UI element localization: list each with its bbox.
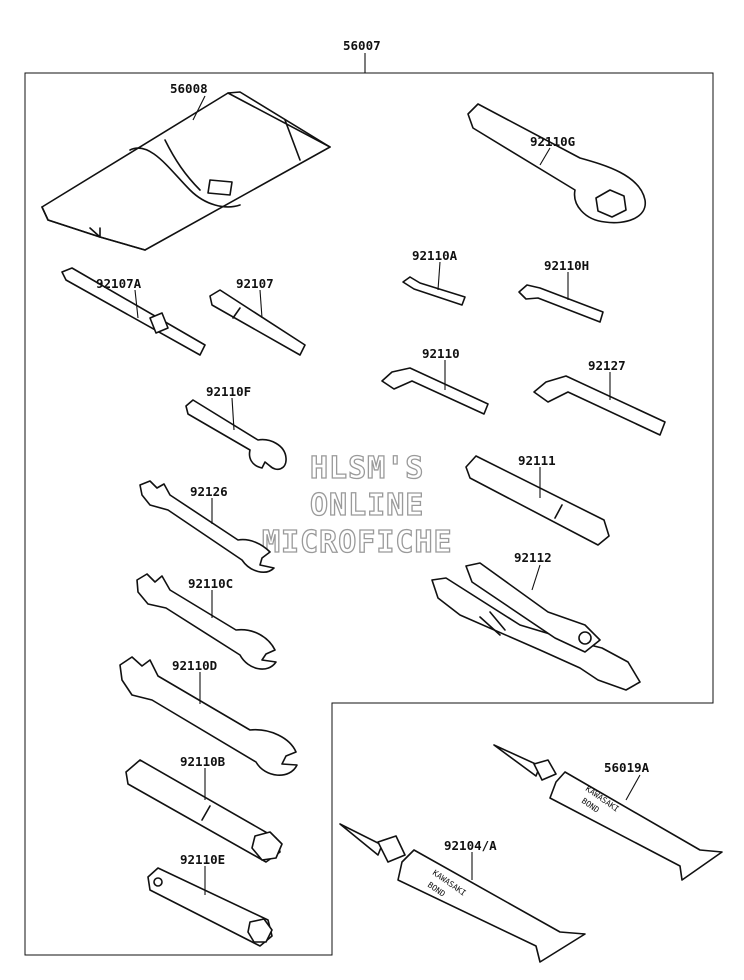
part-label-92110D: 92110D [172,658,217,673]
watermark-line-2: ONLINE [310,488,424,523]
part-label-92110A: 92110A [412,248,458,263]
hex-key-medium-drawing [381,367,489,415]
part-label-92107A: 92107A [96,276,142,291]
watermark: HLSM'S ONLINE MICROFICHE [261,450,453,560]
open-wrench-small-drawing [139,480,275,573]
part-label-92110E: 92110E [180,852,225,867]
part-label-92112: 92112 [514,550,552,565]
bond-tube-large-drawing: KAWASAKI BOND [339,823,586,963]
box-socket-wrench-drawing [147,867,273,947]
assembly-label: 56007 [343,38,381,53]
part-label-92110C: 92110C [188,576,233,591]
part-label-92110: 92110 [422,346,460,361]
part-label-92110G: 92110G [530,134,575,149]
ring-wrench-drawing [467,103,646,224]
part-label-92107: 92107 [236,276,274,291]
part-label-92127: 92127 [588,358,626,373]
part-label-56019A: 56019A [604,760,650,775]
part-label-92104A: 92104/A [444,838,497,853]
part-label-92110F: 92110F [206,384,251,399]
part-label-92110H: 92110H [544,258,589,273]
pliers-drawing [431,562,641,691]
hex-key-large-drawing [533,375,666,436]
part-label-92110B: 92110B [180,754,226,769]
hex-key-small-drawing [402,276,466,306]
hex-key-small-2-drawing [518,284,604,323]
screwdriver-drawing [209,289,306,356]
handle-bar-drawing [465,455,610,546]
part-label-92126: 92126 [190,484,228,499]
single-wrench-drawing [185,399,287,471]
part-label-92111: 92111 [518,453,556,468]
watermark-line-3: MICROFICHE [262,525,453,560]
open-wrench-large-drawing [119,656,298,776]
spark-plug-wrench-drawing [125,759,283,863]
watermark-line-1: HLSM'S [310,451,424,486]
assembly-frame [24,72,714,956]
open-wrench-medium-drawing [136,573,277,670]
screwdriver-bit-double-drawing [61,267,206,356]
bond-tube-small-drawing: KAWASAKI BOND [493,744,723,881]
tool-bag-drawing [41,91,331,251]
part-label-56008: 56008 [170,81,208,96]
